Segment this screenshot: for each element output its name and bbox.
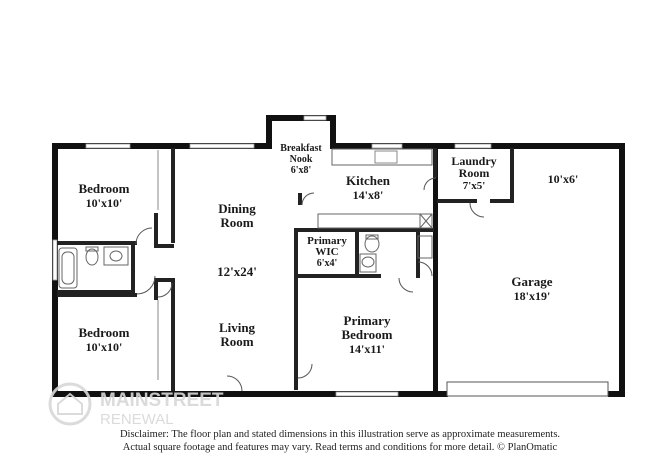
watermark-line2: RENEWAL xyxy=(100,411,174,428)
breakfast-size: 6'x8' xyxy=(291,165,312,176)
room-bedroom-bottom: Bedroom 10'x10' xyxy=(78,325,129,354)
living-line1: Living xyxy=(219,320,256,335)
room-garage: Garage 18'x19' xyxy=(511,274,552,303)
primary-bedroom-line2: Bedroom xyxy=(341,327,392,342)
room-living: Living Room xyxy=(219,320,256,349)
storage-size: 10'x6' xyxy=(548,172,579,186)
bedroom-top-size: 10'x10' xyxy=(86,196,123,210)
watermark-logo: MAINSTREET RENEWAL xyxy=(48,382,224,428)
watermark-line1: MAINSTREET xyxy=(100,390,224,411)
primary-bedroom-size: 14'x11' xyxy=(349,342,385,356)
room-kitchen: Kitchen 14'x8' xyxy=(346,173,391,202)
room-breakfast-nook: Breakfast Nook 6'x8' xyxy=(280,143,322,176)
bedroom-bottom-name: Bedroom xyxy=(78,325,129,340)
dining-line2: Room xyxy=(220,215,253,230)
room-primary-wic: Primary WIC 6'x4' xyxy=(307,235,347,269)
wic-line1: Primary xyxy=(307,235,347,247)
wic-line2: WIC xyxy=(315,246,338,258)
disclaimer: Disclaimer: The floor plan and stated di… xyxy=(60,428,620,454)
garage-name: Garage xyxy=(511,274,552,289)
laundry-line1: Laundry xyxy=(451,154,496,168)
disclaimer-line1: Disclaimer: The floor plan and stated di… xyxy=(119,429,561,440)
garage-size: 18'x19' xyxy=(514,289,551,303)
living-line2: Room xyxy=(220,334,253,349)
bedroom-bottom-size: 10'x10' xyxy=(86,340,123,354)
bedroom-top-name: Bedroom xyxy=(78,181,129,196)
breakfast-line1: Breakfast xyxy=(280,143,322,154)
garage-door xyxy=(446,381,609,397)
disclaimer-line2: Actual square footage and features may v… xyxy=(122,442,558,453)
room-laundry: Laundry Room 7'x5' xyxy=(451,154,496,192)
kitchen-size: 14'x8' xyxy=(353,188,384,202)
breakfast-line2: Nook xyxy=(290,154,313,165)
primary-bedroom-line1: Primary xyxy=(344,313,391,328)
windows xyxy=(52,115,492,397)
dining-line1: Dining xyxy=(218,201,256,216)
laundry-line2: Room xyxy=(459,166,490,180)
laundry-size: 7'x5' xyxy=(463,180,486,192)
room-dining: Dining Room xyxy=(218,201,256,230)
room-primary-bedroom: Primary Bedroom 14'x11' xyxy=(341,313,392,356)
bathroom-fixtures xyxy=(58,234,433,289)
wic-size: 6'x4' xyxy=(317,258,338,269)
kitchen-counters xyxy=(317,148,433,229)
great-room-size: 12'x24' xyxy=(217,264,257,279)
kitchen-name: Kitchen xyxy=(346,173,391,188)
doors xyxy=(135,150,485,392)
room-bedroom-top: Bedroom 10'x10' xyxy=(78,181,129,210)
